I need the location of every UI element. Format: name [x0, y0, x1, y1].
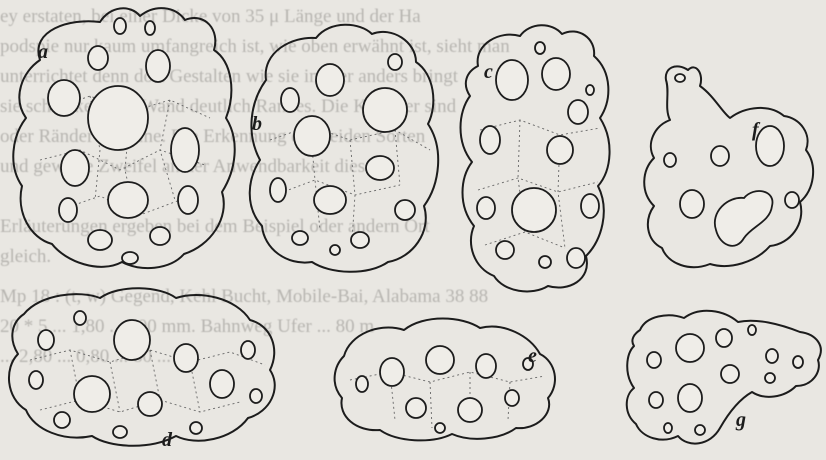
specimen-b: [250, 25, 438, 272]
specimen-d-outline: [9, 288, 275, 446]
specimen-g: [627, 311, 821, 444]
label-g: g: [735, 409, 746, 431]
label-d: d: [162, 429, 173, 451]
specimen-f: [644, 66, 813, 267]
specimen-e: [335, 319, 555, 441]
label-e: e: [528, 345, 537, 367]
specimen-c-outline: [461, 25, 610, 291]
specimen-c: [461, 25, 610, 291]
specimen-d: [9, 288, 275, 446]
label-c: c: [484, 61, 493, 83]
specimen-b-outline: [250, 25, 438, 272]
label-a: a: [38, 41, 48, 63]
label-b: b: [252, 113, 262, 135]
